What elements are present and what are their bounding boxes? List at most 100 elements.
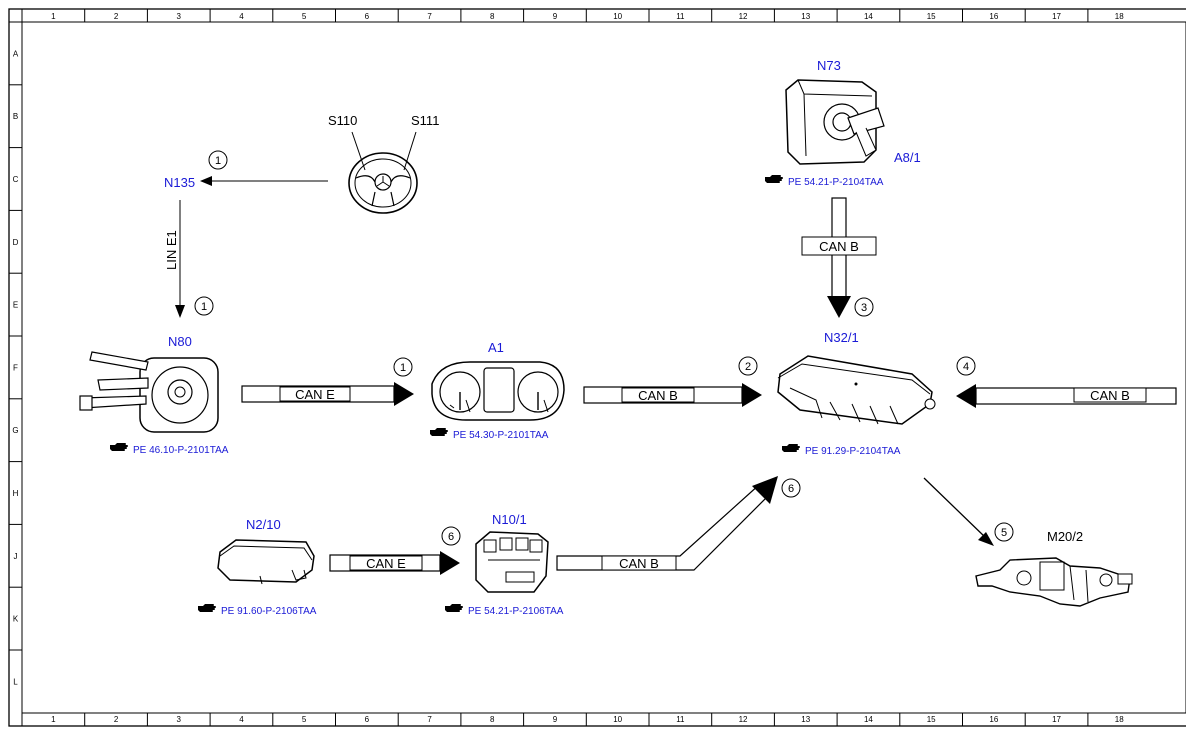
- label-a1: A1: [488, 340, 504, 355]
- label-n10-1: N10/1: [492, 512, 527, 527]
- control-unit-n2-icon: [217, 539, 315, 585]
- column-label-top: 9: [553, 12, 558, 21]
- label-n135: N135: [164, 175, 195, 190]
- column-label-top: 2: [114, 12, 119, 21]
- bus-can-b-n10-n32: CAN B: [556, 476, 778, 571]
- svg-text:CAN B: CAN B: [638, 388, 678, 403]
- column-label-top: 13: [801, 12, 810, 21]
- steering-lock-icon: [975, 557, 1133, 607]
- row-label: L: [13, 677, 18, 686]
- svg-text:PE 54.30-P-2101TAA: PE 54.30-P-2101TAA: [453, 430, 549, 441]
- column-label-bottom: 10: [613, 715, 622, 724]
- steering-column-module-icon: [79, 351, 219, 433]
- marker-2-n32: 2: [738, 356, 758, 376]
- column-label-bottom: 5: [302, 715, 307, 724]
- label-n32-1: N32/1: [824, 330, 859, 345]
- column-label-top: 7: [427, 12, 432, 21]
- column-label-top: 5: [302, 12, 307, 21]
- svg-text:4: 4: [963, 361, 969, 373]
- column-label-bottom: 11: [676, 715, 685, 724]
- drawing-frame: [8, 8, 1186, 727]
- column-label-bottom: 17: [1052, 715, 1061, 724]
- svg-text:PE 91.60-P-2106TAA: PE 91.60-P-2106TAA: [221, 606, 317, 617]
- marker-3-n32: 3: [854, 297, 874, 317]
- label-m20-2: M20/2: [1047, 529, 1083, 544]
- column-label-top: 3: [177, 12, 182, 21]
- bus-can-b-a1-n32: CAN B: [583, 383, 762, 407]
- column-label-bottom: 2: [114, 715, 119, 724]
- steering-wheel-icon: [348, 131, 418, 214]
- column-label-top: 17: [1052, 12, 1061, 21]
- label-lin-e1: LIN E1: [164, 230, 179, 270]
- marker-1-lin: 1: [194, 296, 214, 316]
- ref-n10-1: PE 54.21-P-2106TAA: [445, 604, 564, 617]
- column-label-top: 18: [1115, 12, 1124, 21]
- label-n2-10: N2/10: [246, 517, 281, 532]
- svg-text:CAN E: CAN E: [295, 387, 335, 402]
- control-unit-n32-icon: [777, 355, 936, 425]
- column-label-top: 1: [51, 12, 56, 21]
- column-label-top: 4: [239, 12, 244, 21]
- column-label-top: 6: [365, 12, 370, 21]
- svg-text:5: 5: [1001, 527, 1007, 539]
- column-label-bottom: 6: [365, 715, 370, 724]
- ignition-switch-icon: [785, 79, 885, 165]
- row-label: A: [13, 49, 19, 58]
- svg-text:1: 1: [400, 362, 406, 374]
- column-label-bottom: 16: [989, 715, 998, 724]
- marker-4-n32: 4: [956, 356, 976, 376]
- marker-1-a1: 1: [393, 357, 413, 377]
- column-label-bottom: 15: [927, 715, 936, 724]
- svg-text:CAN B: CAN B: [1090, 388, 1130, 403]
- column-label-top: 15: [927, 12, 936, 21]
- column-label-bottom: 14: [864, 715, 873, 724]
- column-label-top: 12: [739, 12, 748, 21]
- column-label-bottom: 1: [51, 715, 56, 724]
- row-label: J: [14, 552, 18, 561]
- svg-text:PE 91.29-P-2104TAA: PE 91.29-P-2104TAA: [805, 446, 901, 457]
- label-s110: S110: [328, 113, 357, 128]
- svg-text:2: 2: [745, 361, 751, 373]
- column-label-bottom: 9: [553, 715, 558, 724]
- svg-text:6: 6: [788, 483, 794, 495]
- bus-can-b-right-n32: CAN B: [956, 384, 1177, 408]
- column-label-top: 14: [864, 12, 873, 21]
- marker-6-n32: 6: [781, 478, 801, 498]
- row-label: K: [13, 615, 19, 624]
- column-label-bottom: 12: [739, 715, 748, 724]
- column-label-bottom: 13: [801, 715, 810, 724]
- row-label: C: [13, 175, 19, 184]
- svg-text:3: 3: [861, 302, 867, 314]
- label-a8-1: A8/1: [894, 150, 921, 165]
- svg-text:CAN B: CAN B: [619, 556, 659, 571]
- column-label-bottom: 7: [427, 715, 432, 724]
- marker-1-n135: 1: [208, 150, 228, 170]
- ref-n2-10: PE 91.60-P-2106TAA: [198, 604, 317, 617]
- svg-text:1: 1: [215, 155, 221, 167]
- marker-6-n10: 6: [441, 526, 461, 546]
- marker-5-m20: 5: [994, 522, 1014, 542]
- svg-text:PE 54.21-P-2106TAA: PE 54.21-P-2106TAA: [468, 606, 564, 617]
- row-label: H: [13, 489, 19, 498]
- bus-can-e-n80-a1: CAN E: [241, 382, 414, 406]
- ref-n73: PE 54.21-P-2104TAA: [765, 175, 884, 188]
- svg-text:PE 46.10-P-2101TAA: PE 46.10-P-2101TAA: [133, 445, 229, 456]
- column-label-bottom: 4: [239, 715, 244, 724]
- column-label-bottom: 18: [1115, 715, 1124, 724]
- row-label: B: [13, 112, 18, 121]
- svg-text:1: 1: [201, 301, 207, 313]
- ref-n32-1: PE 91.29-P-2104TAA: [782, 444, 901, 457]
- arrowhead-n135: [200, 176, 212, 186]
- arrowhead-n80: [175, 305, 185, 318]
- row-label: G: [12, 426, 18, 435]
- instrument-cluster-icon: [431, 361, 565, 421]
- svg-text:CAN B: CAN B: [819, 239, 859, 254]
- arrowhead-m20: [978, 532, 994, 546]
- column-label-bottom: 3: [177, 715, 182, 724]
- fuse-relay-module-icon: [475, 531, 549, 593]
- bus-can-e-n2-n10: CAN E: [329, 551, 460, 575]
